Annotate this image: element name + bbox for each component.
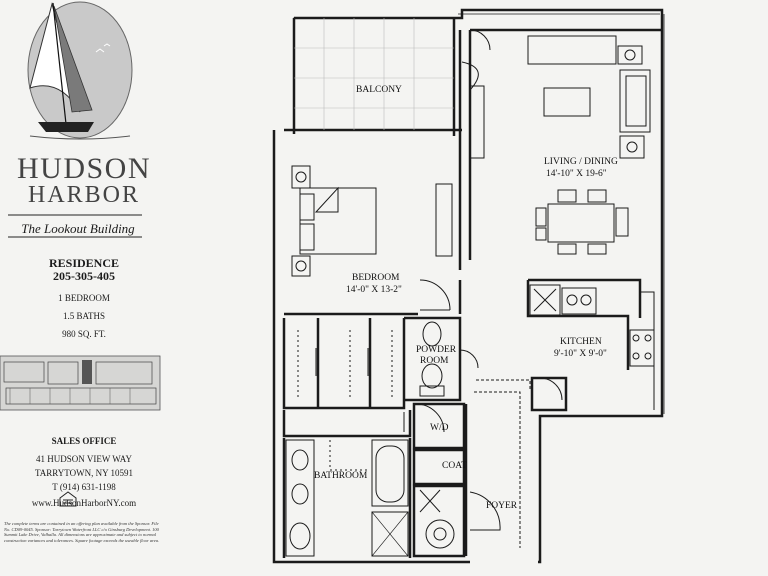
sailboat-logo	[27, 1, 133, 140]
room-label-bedroom: BEDROOM	[352, 273, 400, 283]
bedroom-count: 1 BEDROOM	[58, 293, 110, 303]
room-dims-bedroom: 14'-0" X 13-2"	[346, 285, 402, 295]
room-label-powder-1: POWDER	[416, 345, 457, 355]
sales-street: 41 HUDSON VIEW WAY	[36, 454, 132, 464]
room-dims-kitchen: 9'-10" X 9'-0"	[554, 349, 607, 359]
room-dims-living-dining: 14'-10" X 19-6"	[546, 169, 607, 179]
sales-website[interactable]: www.HudsonHarborNY.com	[31, 498, 137, 508]
sales-city: TARRYTOWN, NY 10591	[34, 468, 134, 478]
square-footage: 980 SQ. FT.	[62, 329, 106, 339]
building-name: The Lookout Building	[21, 221, 135, 236]
room-label-bathroom: BATHROOM	[314, 471, 368, 481]
room-label-powder-2: ROOM	[420, 356, 449, 366]
residence-number: 205-305-405	[53, 269, 115, 283]
equal-housing-icon	[59, 491, 77, 507]
brochure-sidebar: HUDSON HARBOR The Lookout Building RESID…	[0, 0, 168, 576]
thin-lines	[285, 13, 665, 557]
key-plan-thumbnail	[0, 355, 161, 411]
room-label-wd: W/D	[430, 423, 449, 433]
brand-line-1: HUDSON	[16, 152, 151, 185]
residence-label: RESIDENCE	[48, 256, 120, 270]
room-label-living-dining: LIVING / DINING	[544, 157, 618, 167]
sales-office-title: SALES OFFICE	[51, 436, 117, 446]
room-label-balcony: BALCONY	[356, 85, 402, 95]
legal-disclaimer: The complete terms are contained in an o…	[4, 521, 160, 543]
room-label-foyer: FOYER	[486, 501, 518, 511]
walls	[272, 8, 664, 564]
room-label-kitchen: KITCHEN	[560, 337, 602, 347]
brand-line-2: HARBOR	[27, 182, 141, 208]
sales-phone: T (914) 631-1198	[52, 482, 116, 492]
room-label-coat: COAT	[442, 461, 467, 471]
bath-count: 1.5 BATHS	[62, 311, 105, 321]
